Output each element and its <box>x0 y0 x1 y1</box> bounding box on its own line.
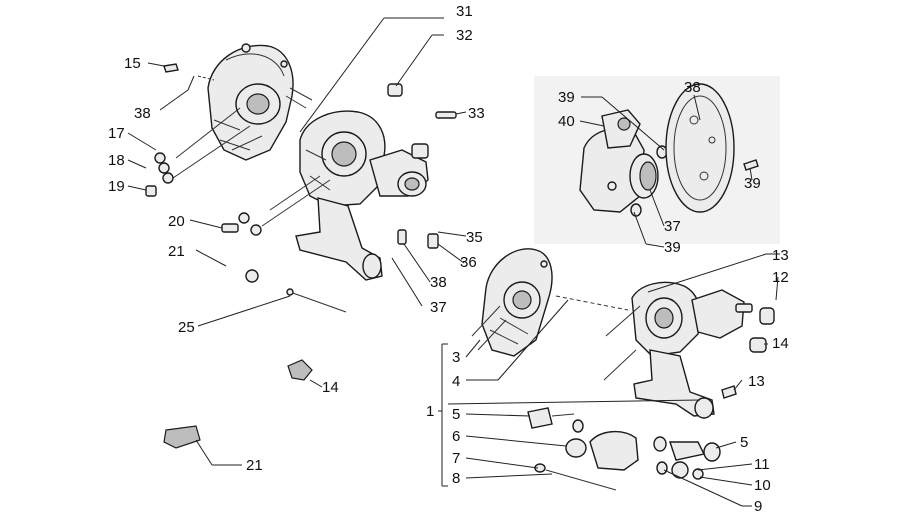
pump-assembly <box>534 76 780 244</box>
callout-10: 10 <box>754 477 771 494</box>
callout-22: 21 <box>168 243 185 260</box>
rubber-block-part-17 <box>163 425 201 449</box>
callout-1: 1 <box>426 403 434 420</box>
callout-15: 14 <box>772 335 789 352</box>
callout-32: 36 <box>460 254 477 271</box>
callout-16: 15 <box>124 55 141 72</box>
callout-19: 18 <box>108 152 125 169</box>
callout-labels: 31 32 15 38 33 17 18 19 20 35 21 36 38 3… <box>108 3 789 514</box>
callout-40: 40 <box>558 113 575 130</box>
callout-13-bottom: 13 <box>748 373 765 390</box>
callout-14: 14 <box>322 379 339 396</box>
callout-38: 39 <box>744 175 761 192</box>
callout-31: 35 <box>466 229 483 246</box>
callout-4: 4 <box>452 373 460 390</box>
leader-lines <box>127 17 780 507</box>
callout-12: 12 <box>772 269 789 286</box>
callout-25: 25 <box>178 319 195 336</box>
callout-3: 3 <box>452 349 460 366</box>
callout-6: 6 <box>452 428 460 445</box>
callout-8: 8 <box>452 470 460 487</box>
callout-11: 11 <box>754 456 770 473</box>
callout-27: 32 <box>456 27 473 44</box>
callout-5-left: 5 <box>452 406 460 423</box>
callout-30: 33 <box>468 105 485 122</box>
clip-part-14 <box>287 359 313 381</box>
callout-36: 37 <box>664 218 681 235</box>
callout-35: 38 <box>134 105 151 122</box>
callout-26: 31 <box>456 3 473 20</box>
callout-39-top: 39 <box>558 89 575 106</box>
callout-20: 19 <box>108 178 125 195</box>
callout-5-right: 5 <box>740 434 748 451</box>
upper-crankcase-assembly <box>145 43 457 313</box>
callout-34: 38 <box>430 274 447 291</box>
callout-37: 38 <box>684 79 701 96</box>
lower-crankcase-assembly <box>471 248 775 491</box>
callout-39-bottom: 39 <box>664 239 681 256</box>
callout-7: 7 <box>452 450 460 467</box>
callout-21: 20 <box>168 213 185 230</box>
callout-9: 9 <box>754 498 762 514</box>
callout-13-top: 13 <box>772 247 789 264</box>
callout-17: 21 <box>246 457 263 474</box>
callout-18: 17 <box>108 125 125 142</box>
callout-33: 37 <box>430 299 447 316</box>
